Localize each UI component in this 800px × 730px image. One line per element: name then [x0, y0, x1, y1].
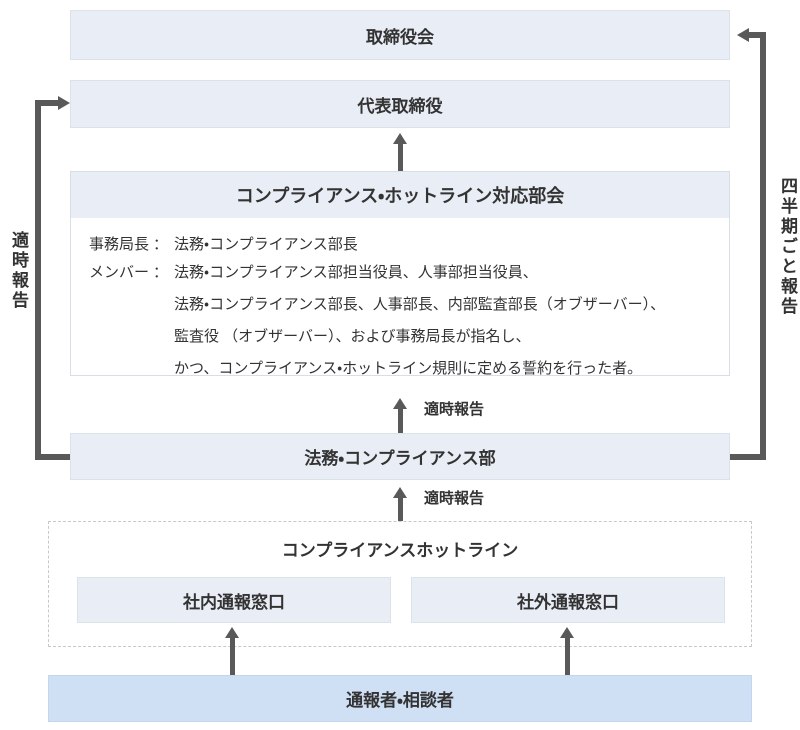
board-of-directors-label: 取締役会: [366, 27, 434, 47]
members-label: メンバー: [89, 264, 150, 281]
secretariat-label: 事務局長: [89, 236, 150, 253]
secretariat-value: 法務・コンプライアンス部長: [174, 236, 358, 253]
arrow-hotline-to-legal: [393, 487, 407, 521]
internal-report-desk-label: 社内通報窓口: [183, 592, 285, 612]
members-colon: ：: [153, 264, 169, 281]
left-connector-arrowhead-icon: [58, 96, 70, 110]
arrow-shaft: [564, 638, 570, 675]
right-connector-vertical-line: [760, 32, 766, 460]
representative-director-label: 代表取締役: [357, 96, 443, 116]
arrow-shaft: [229, 638, 235, 675]
members-value: 法務・コンプライアンス部担当役員、人事部担当役員、 法務・コンプライアンス部長、…: [174, 257, 665, 385]
hotline-group: コンプライアンスホットライン 社内通報窓口 社外通報窓口: [48, 521, 752, 647]
taskforce-body: 事務局長： 法務・コンプライアンス部長 メンバー： 法務・コンプライアンス部担当…: [71, 218, 729, 377]
arrowhead-up-icon: [560, 627, 574, 638]
board-of-directors-box: 取締役会: [70, 10, 730, 60]
arrow-shaft: [397, 498, 403, 521]
arrowhead-up-icon: [225, 627, 239, 638]
arrow-reporter-to-internal: [225, 627, 239, 675]
external-report-desk-label: 社外通報窓口: [517, 592, 619, 612]
quarterly-report-side-label: 四半期ごと報告: [778, 177, 797, 317]
external-report-desk-box: 社外通報窓口: [411, 577, 725, 623]
arrowhead-up-icon: [393, 487, 407, 498]
legal-compliance-dept-box: 法務・コンプライアンス部: [70, 433, 730, 480]
members-line: かつ、コンプライアンス・ホットライン規則に定める誓約を行った者。: [174, 360, 643, 377]
reporter-box: 通報者・相談者: [48, 675, 752, 722]
representative-director-box: 代表取締役: [70, 80, 730, 128]
right-connector-top-line: [749, 32, 766, 38]
arrow-legal-to-taskforce: [393, 398, 407, 433]
arrow-reporter-to-external: [560, 627, 574, 675]
arrow-shaft: [397, 409, 403, 433]
timely-report-label-upper: 適時報告: [424, 401, 485, 418]
arrow-taskforce-to-representative: [393, 133, 407, 171]
right-connector-arrowhead-icon: [737, 28, 749, 42]
taskforce-header: コンプライアンス・ホットライン対応部会: [71, 172, 729, 218]
right-connector-bottom-line: [730, 454, 760, 460]
hotline-group-title: コンプライアンスホットライン: [281, 541, 519, 560]
timely-report-label-lower: 適時報告: [424, 490, 485, 507]
secretariat-colon: ：: [153, 236, 169, 253]
taskforce-title: コンプライアンス・ホットライン対応部会: [235, 186, 565, 206]
arrow-shaft: [397, 144, 403, 171]
internal-report-desk-box: 社内通報窓口: [77, 577, 391, 623]
legal-compliance-dept-label: 法務・コンプライアンス部: [304, 449, 496, 468]
timely-report-side-label: 適時報告: [9, 231, 28, 311]
left-connector-top-line: [35, 100, 58, 106]
taskforce-panel: コンプライアンス・ホットライン対応部会 事務局長： 法務・コンプライアンス部長 …: [70, 171, 730, 377]
reporter-label: 通報者・相談者: [346, 691, 454, 710]
left-connector-bottom-line: [41, 454, 70, 460]
secretariat-row: 事務局長： 法務・コンプライアンス部長: [89, 236, 709, 254]
members-line: 法務・コンプライアンス部長、人事部長、内部監査部長（オブザーバー）、: [174, 296, 666, 313]
members-row: メンバー： 法務・コンプライアンス部担当役員、人事部担当役員、 法務・コンプライ…: [89, 264, 709, 385]
arrowhead-up-icon: [393, 133, 407, 144]
members-line: 監査役 （オブザーバー）、および事務局長が指名し、: [174, 328, 531, 345]
left-connector-vertical-line: [35, 100, 41, 460]
arrowhead-up-icon: [393, 398, 407, 409]
members-line: 法務・コンプライアンス部担当役員、人事部担当役員、: [174, 264, 538, 281]
